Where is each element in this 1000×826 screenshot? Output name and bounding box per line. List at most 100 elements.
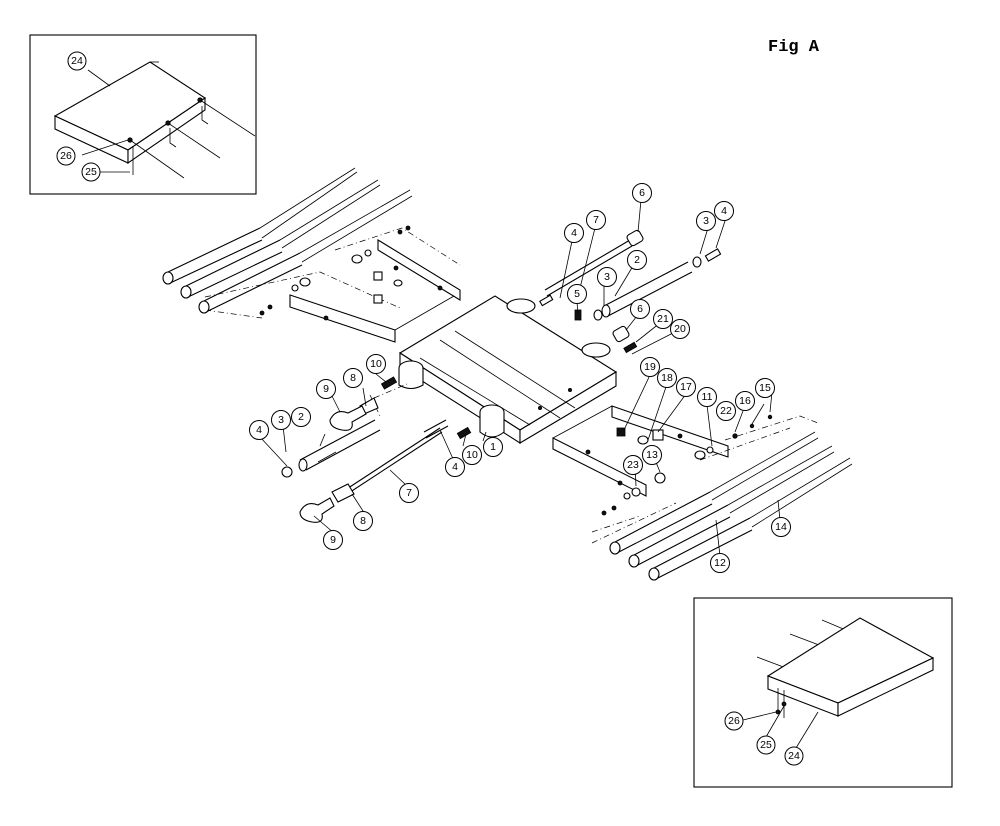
svg-text:6: 6 (637, 303, 643, 315)
svg-text:26: 26 (60, 150, 72, 162)
svg-text:19: 19 (644, 361, 656, 373)
svg-text:26: 26 (728, 715, 740, 727)
rail-line (129, 139, 185, 179)
callout-23: 23 (623, 455, 643, 475)
rail-line (167, 122, 221, 159)
svg-text:9: 9 (330, 534, 336, 546)
callout-24-top: 24 (67, 51, 87, 71)
callout-17: 17 (676, 377, 696, 397)
callout-4: 4 (445, 457, 465, 477)
svg-text:18: 18 (661, 372, 673, 384)
svg-text:10: 10 (466, 449, 478, 461)
inset-frame (29, 34, 257, 195)
callout-1: 1 (483, 437, 503, 457)
inset-bottom-right: 26 25 24 (693, 597, 953, 788)
callout-4: 4 (249, 420, 269, 440)
svg-text:4: 4 (721, 205, 727, 217)
callouts: 1 2 2 3 3 3 4 4 4 4 5 6 6 7 7 8 8 9 9 10… (249, 183, 791, 573)
callout-6: 6 (630, 299, 650, 319)
callout-3: 3 (597, 267, 617, 287)
svg-text:2: 2 (298, 411, 304, 423)
callout-13: 13 (642, 445, 662, 465)
svg-text:8: 8 (350, 372, 356, 384)
svg-text:9: 9 (323, 383, 329, 395)
svg-text:4: 4 (256, 424, 262, 436)
callout-26-top: 26 (56, 146, 76, 166)
svg-text:20: 20 (674, 323, 686, 335)
callout-9: 9 (323, 530, 343, 550)
callout-7: 7 (586, 210, 606, 230)
callout-18: 18 (657, 368, 677, 388)
svg-text:1: 1 (490, 441, 496, 453)
svg-text:8: 8 (360, 515, 366, 527)
svg-text:3: 3 (278, 414, 284, 426)
callout-25-bottom: 25 (756, 735, 776, 755)
svg-text:24: 24 (788, 750, 800, 762)
svg-text:16: 16 (739, 395, 751, 407)
svg-text:14: 14 (775, 521, 787, 533)
screw-dot (127, 137, 133, 143)
svg-text:5: 5 (574, 288, 580, 300)
svg-text:3: 3 (604, 271, 610, 283)
tubes-left (162, 167, 413, 314)
callout-6: 6 (632, 183, 652, 203)
screw-dot (165, 120, 171, 126)
tubes-right (609, 431, 853, 581)
adjust-assembly-right (539, 229, 722, 354)
adjust-assembly-left (281, 376, 472, 523)
svg-text:25: 25 (85, 166, 97, 178)
svg-text:7: 7 (593, 214, 599, 226)
leader-lines (259, 199, 781, 557)
callout-22: 22 (716, 401, 736, 421)
callout-16: 16 (735, 391, 755, 411)
callout-7: 7 (399, 483, 419, 503)
svg-text:12: 12 (714, 557, 726, 569)
svg-text:15: 15 (759, 382, 771, 394)
callout-5: 5 (567, 284, 587, 304)
svg-text:24: 24 (71, 55, 83, 67)
svg-text:21: 21 (657, 313, 669, 325)
extension-table-bottom (766, 617, 935, 717)
svg-text:22: 22 (720, 405, 732, 417)
rail-line (199, 99, 256, 137)
extension-table-top (53, 61, 206, 165)
svg-text:6: 6 (639, 187, 645, 199)
rail-bracket-right (552, 405, 729, 497)
callout-10: 10 (366, 354, 386, 374)
svg-text:17: 17 (680, 381, 692, 393)
callout-8: 8 (343, 368, 363, 388)
callout-3: 3 (696, 211, 716, 231)
screw-dot (197, 97, 203, 103)
svg-text:4: 4 (452, 461, 458, 473)
callout-15: 15 (755, 378, 775, 398)
callout-19: 19 (640, 357, 660, 377)
inset-frame (693, 597, 953, 788)
callout-2: 2 (291, 407, 311, 427)
svg-text:2: 2 (634, 254, 640, 266)
callout-10: 10 (462, 445, 482, 465)
svg-text:23: 23 (627, 459, 639, 471)
callout-4: 4 (564, 223, 584, 243)
rail-bracket-left (289, 239, 461, 343)
svg-text:3: 3 (703, 215, 709, 227)
callout-12: 12 (710, 553, 730, 573)
svg-text:7: 7 (406, 487, 412, 499)
base-casting (398, 295, 618, 444)
svg-text:10: 10 (370, 358, 382, 370)
callout-2: 2 (627, 250, 647, 270)
callout-25-top: 25 (81, 162, 101, 182)
svg-text:11: 11 (702, 391, 713, 403)
svg-text:25: 25 (760, 739, 772, 751)
callout-3: 3 (271, 410, 291, 430)
svg-text:13: 13 (646, 449, 658, 461)
callout-9: 9 (316, 379, 336, 399)
callout-4: 4 (714, 201, 734, 221)
figure-title: Fig A (768, 38, 820, 57)
callout-14: 14 (771, 517, 791, 537)
callout-8: 8 (353, 511, 373, 531)
assembly-lines (204, 227, 819, 544)
callout-20: 20 (670, 319, 690, 339)
svg-text:4: 4 (571, 227, 577, 239)
callout-26-bottom: 26 (724, 711, 744, 731)
